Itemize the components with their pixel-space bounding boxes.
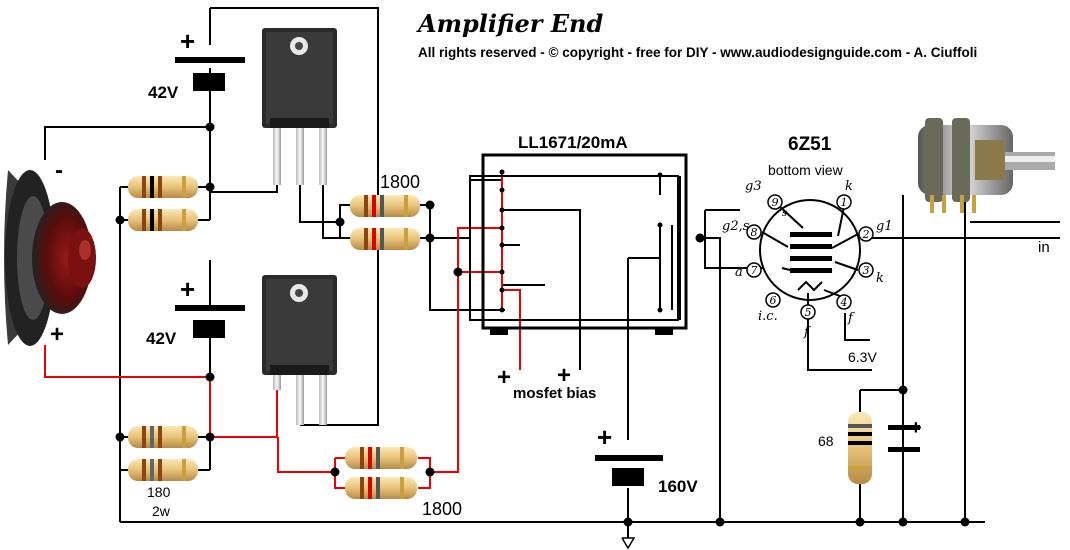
tube-name: 6Z51 [788, 134, 832, 155]
tube-pin-3: 3 [863, 264, 870, 277]
tube-pin-8: 8 [751, 226, 758, 239]
red-wires [44, 172, 521, 489]
resistor-1800-upper-label: 1800 [380, 172, 420, 192]
pin-label-s: s [782, 208, 787, 219]
mosfet-lower-icon [262, 275, 337, 425]
speaker-plus-sign: + [50, 321, 64, 348]
tube-pin-7: 7 [751, 264, 758, 277]
transformer-box [469, 153, 688, 330]
resistor-180-power-label: 2w [152, 503, 171, 519]
bias-plus-right: + [557, 362, 571, 389]
speaker-icon [4, 170, 96, 346]
battery-upper-plus: + [180, 26, 195, 56]
battery-plate-icon [595, 455, 663, 486]
battery-lower-voltage: 42V [146, 329, 177, 348]
pin-label-f-left: f [803, 325, 811, 340]
battery-plate-voltage: 160V [658, 477, 698, 496]
tube-pin-9: 9 [772, 196, 779, 209]
junction-dots [115, 122, 970, 527]
diagram-title: Amplifier End [416, 9, 603, 38]
potentiometer-icon [918, 118, 1055, 213]
pin-label-ic: i.c. [758, 309, 778, 324]
heater-voltage: 6.3V [848, 349, 877, 365]
tube-pin-6: 6 [770, 294, 777, 307]
capacitor-plus: + [910, 417, 922, 439]
battery-lower-icon [175, 305, 245, 338]
pin-label-g2s: g2,s [722, 219, 750, 234]
bias-plus-left: + [497, 364, 511, 391]
pin-label-k-top: k [845, 179, 853, 194]
pin-label-k-right: k [876, 271, 884, 286]
tube-pin-5: 5 [805, 306, 812, 319]
tube-view-label: bottom view [768, 162, 844, 178]
ground-icon [621, 537, 636, 550]
mosfet-upper-icon [262, 28, 337, 185]
battery-upper-icon [175, 57, 245, 91]
resistor-upper-pair [128, 176, 198, 231]
copyright-line: All rights reserved - © copyright - free… [418, 45, 977, 60]
resistor-1800-lower-label: 1800 [422, 499, 462, 519]
tube-pin-labels: g3 k g1 g2,s k a i.c. f f s [722, 179, 893, 340]
pin-label-g1: g1 [876, 219, 893, 234]
pin-label-g3: g3 [745, 179, 762, 194]
resistor-lower-pair [128, 426, 198, 481]
transformer-pins [490, 169, 673, 335]
resistor-1800-lower-pair [345, 447, 417, 499]
battery-lower-plus: + [180, 274, 195, 304]
resistor-68-label: 68 [818, 433, 834, 449]
battery-upper-voltage: 42V [148, 83, 179, 102]
tube-pin-2: 2 [862, 228, 870, 241]
pin-label-f-right: f [847, 311, 855, 326]
tube-icon [759, 199, 861, 306]
input-label: in [1038, 239, 1050, 256]
resistor-68 [848, 412, 872, 484]
resistor-180-label: 180 [147, 484, 171, 500]
tube-pin-1: 1 [841, 196, 848, 209]
bias-label: mosfet bias [513, 385, 596, 402]
resistor-1800-upper-pair [350, 195, 420, 250]
tube-pin-numbers: 1 2 3 4 5 6 7 8 9 [751, 196, 870, 319]
tube-pin-4: 4 [840, 296, 848, 309]
battery-plate-plus: + [597, 422, 612, 452]
transformer-label: LL1671/20mA [518, 133, 628, 152]
pin-label-a: a [735, 265, 743, 280]
tube-pins [746, 194, 874, 320]
speaker-minus-sign: - [55, 157, 63, 184]
capacitor-icon [888, 425, 920, 452]
